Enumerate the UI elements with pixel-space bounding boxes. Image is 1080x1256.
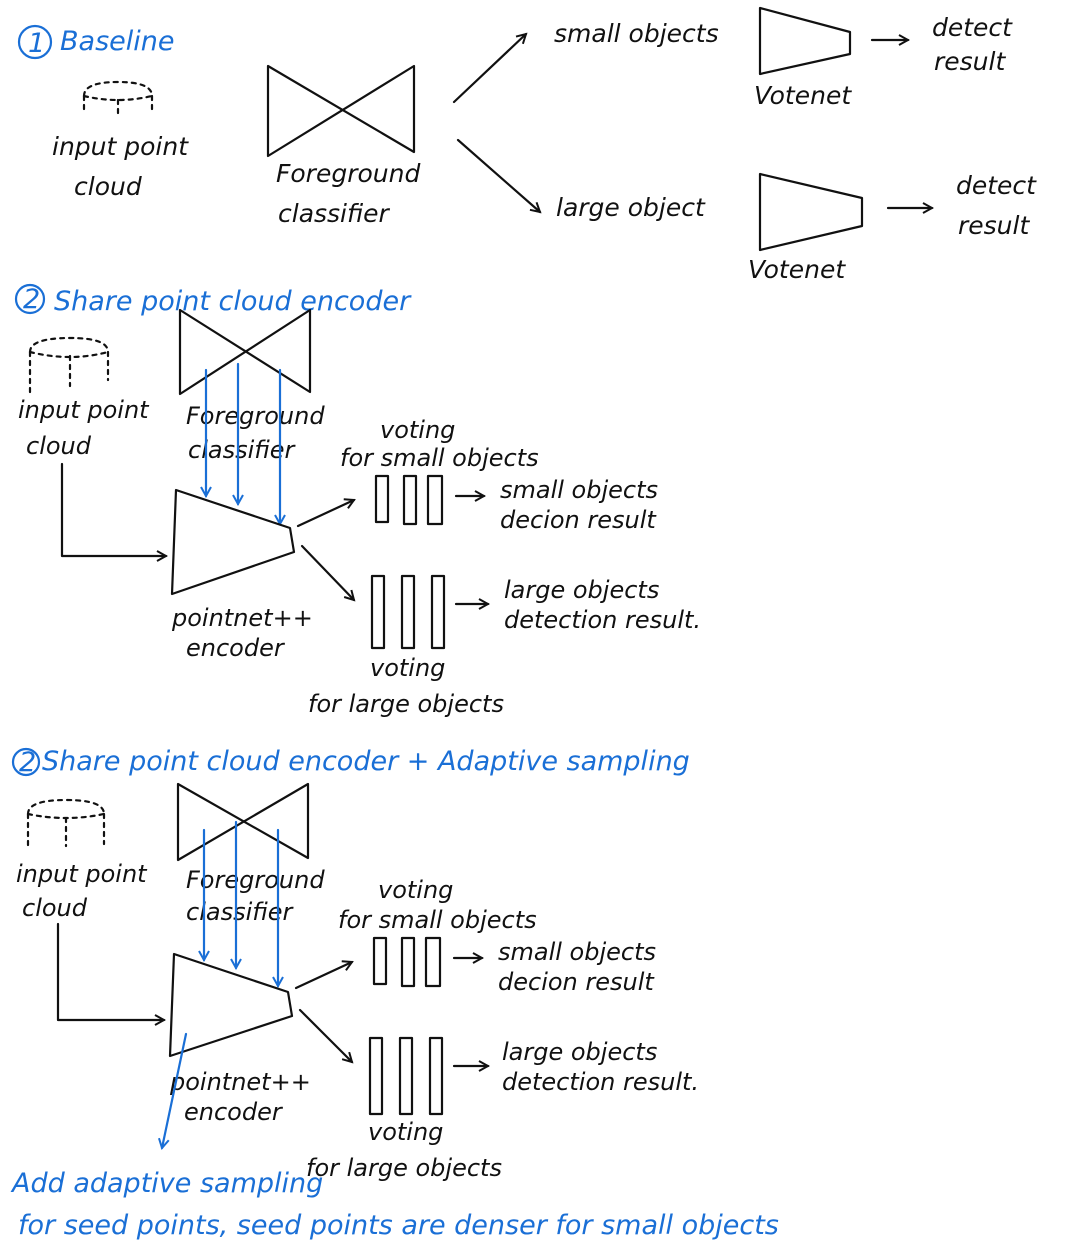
input-to-encoder-arrow bbox=[60, 462, 166, 556]
small-result-label: detect bbox=[932, 13, 1013, 42]
votenet-small-shape bbox=[758, 6, 852, 76]
arrow-to-small-voting bbox=[294, 962, 352, 990]
encoder-shape bbox=[168, 952, 294, 1058]
large-result-label: large objects bbox=[504, 576, 659, 604]
voting-large-label: voting bbox=[370, 654, 445, 682]
section-baseline: 1 Baseline input point cloud Foreground … bbox=[17, 6, 1037, 284]
foreground-classifier-shape bbox=[176, 782, 310, 862]
section-number: 1 bbox=[28, 28, 45, 59]
large-object-label: large object bbox=[556, 193, 706, 222]
small-result-label-2: decion result bbox=[498, 968, 655, 996]
voting-small-blocks bbox=[374, 474, 444, 526]
section-number-badge bbox=[17, 24, 53, 60]
encoder-label: pointnet++ bbox=[171, 604, 313, 632]
voting-small-label: voting bbox=[378, 876, 453, 904]
foreground-classifier-shape bbox=[266, 64, 416, 158]
arrow-to-small bbox=[452, 34, 526, 104]
section-title: Share point cloud encoder bbox=[54, 286, 412, 317]
input-label-2: cloud bbox=[26, 432, 92, 460]
large-result-label: large objects bbox=[502, 1038, 657, 1066]
small-result-label: small objects bbox=[498, 938, 656, 966]
classifier-label: Foreground bbox=[186, 402, 325, 430]
adaptive-note-2: for seed points, seed points are denser … bbox=[18, 1210, 779, 1241]
encoder-label-2: encoder bbox=[186, 634, 286, 662]
section-number-badge bbox=[11, 747, 41, 777]
section-shared-encoder: 2 Share point cloud encoder input point … bbox=[14, 283, 701, 718]
section-title: Share point cloud encoder + Adaptive sam… bbox=[42, 746, 690, 777]
voting-large-label-2: for large objects bbox=[308, 690, 504, 718]
section-adaptive-sampling: 2 Share point cloud encoder + Adaptive s… bbox=[10, 746, 779, 1241]
point-cloud-icon bbox=[28, 336, 110, 396]
arrow-to-large-voting bbox=[300, 544, 354, 600]
voting-small-label-2: for small objects bbox=[338, 906, 537, 934]
arrow-to-large-voting bbox=[298, 1008, 352, 1062]
voting-small-label-2: for small objects bbox=[340, 444, 539, 472]
input-label-2: cloud bbox=[22, 894, 88, 922]
section-number-badge bbox=[14, 283, 46, 315]
small-result-label: small objects bbox=[500, 476, 658, 504]
voting-large-label-2: for large objects bbox=[306, 1154, 502, 1182]
section-number: 2 bbox=[19, 747, 36, 778]
classifier-label-2: classifier bbox=[278, 199, 391, 228]
voting-small-blocks bbox=[372, 936, 442, 988]
classifier-label: Foreground bbox=[186, 866, 325, 894]
large-result-label-2: detection result. bbox=[502, 1068, 699, 1096]
voting-large-label: voting bbox=[368, 1118, 443, 1146]
small-result-label-2: result bbox=[934, 47, 1006, 76]
adaptive-sampling-arrow bbox=[162, 1032, 188, 1148]
section-title: Baseline bbox=[60, 26, 174, 57]
point-cloud-icon bbox=[82, 80, 154, 118]
voting-large-blocks bbox=[370, 574, 446, 650]
point-cloud-icon bbox=[26, 798, 106, 852]
large-result-label: detect bbox=[956, 171, 1037, 200]
votenet-small-label: Votenet bbox=[754, 81, 852, 110]
input-label: input point bbox=[16, 860, 148, 888]
classifier-label: Foreground bbox=[276, 159, 420, 188]
input-label: input point bbox=[18, 396, 150, 424]
encoder-shape bbox=[170, 488, 296, 596]
foreground-classifier-shape bbox=[178, 308, 312, 396]
small-objects-label: small objects bbox=[554, 19, 719, 48]
large-result-label-2: result bbox=[958, 211, 1030, 240]
voting-large-blocks bbox=[368, 1036, 444, 1116]
encoder-label-2: encoder bbox=[184, 1098, 284, 1126]
votenet-large-label: Votenet bbox=[748, 255, 846, 284]
small-result-label-2: decion result bbox=[500, 506, 657, 534]
input-to-encoder-arrow bbox=[56, 922, 164, 1020]
voting-small-label: voting bbox=[380, 416, 455, 444]
arrow-to-small-voting bbox=[296, 500, 354, 528]
input-label-2: cloud bbox=[74, 172, 142, 201]
arrow-to-large bbox=[456, 138, 540, 212]
adaptive-note: Add adaptive sampling bbox=[10, 1168, 323, 1199]
section-number: 2 bbox=[23, 284, 40, 315]
input-label: input point bbox=[52, 132, 189, 161]
encoder-label: pointnet++ bbox=[169, 1068, 311, 1096]
large-result-label-2: detection result. bbox=[504, 606, 701, 634]
votenet-large-shape bbox=[758, 172, 864, 252]
